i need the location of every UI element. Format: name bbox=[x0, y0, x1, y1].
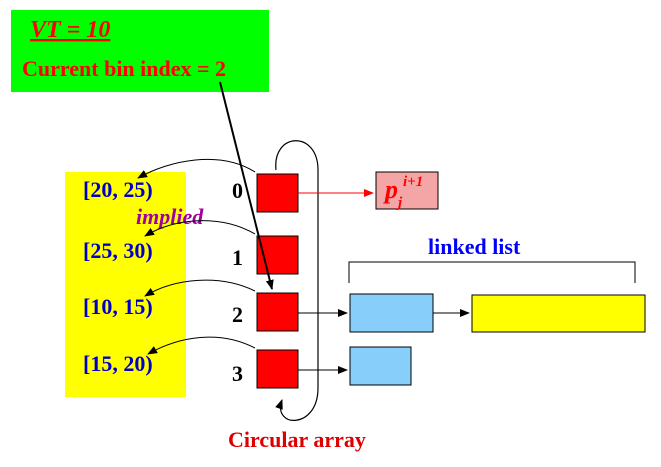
range-label-2: [10, 15) bbox=[83, 294, 153, 319]
range-panel bbox=[65, 172, 186, 397]
array-cell-0 bbox=[256, 173, 299, 213]
header-box bbox=[11, 10, 269, 92]
range-label-0: [20, 25) bbox=[83, 177, 153, 202]
range-label-1: [25, 30) bbox=[83, 238, 153, 263]
circular-wrap-arrow bbox=[275, 140, 319, 421]
mapping-arrow-0 bbox=[137, 158, 256, 179]
index-label-3: 3 bbox=[232, 361, 243, 386]
index-label-2: 2 bbox=[232, 302, 243, 327]
mapping-arrow-2 bbox=[144, 279, 256, 297]
linked-list-bracket bbox=[348, 261, 636, 283]
list-node-3 bbox=[349, 346, 412, 386]
list-node-1 bbox=[349, 293, 434, 333]
mapping-arrow-3 bbox=[147, 336, 256, 355]
pj-sub: j bbox=[396, 195, 403, 211]
linked-list-label: linked list bbox=[428, 234, 521, 259]
list-node-2 bbox=[471, 294, 646, 333]
pj-base: p bbox=[383, 175, 398, 204]
array-cell-2 bbox=[256, 292, 299, 332]
current-bin-pointer bbox=[219, 81, 274, 290]
index-label-0: 0 bbox=[232, 178, 243, 203]
array-cell-1 bbox=[256, 235, 299, 275]
pj-sup: i+1 bbox=[403, 174, 423, 190]
circular-array-label: Circular array bbox=[228, 427, 366, 452]
mapping-arrow-1 bbox=[144, 220, 256, 237]
pj-node bbox=[375, 171, 439, 210]
vt-label: VT = 10 bbox=[30, 17, 110, 43]
array-cell-3 bbox=[256, 349, 299, 389]
current-bin-label: Current bin index = 2 bbox=[22, 56, 226, 81]
index-label-1: 1 bbox=[232, 245, 243, 270]
range-label-3: [15, 20) bbox=[83, 351, 153, 376]
